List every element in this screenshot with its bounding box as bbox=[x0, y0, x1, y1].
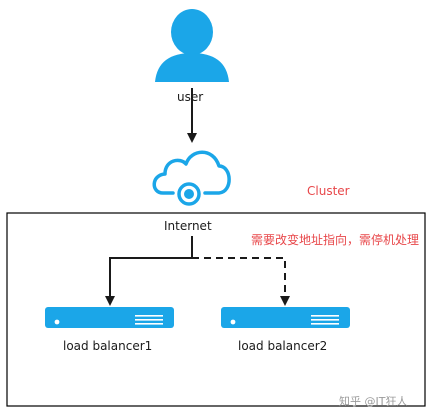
server-icon bbox=[221, 307, 350, 328]
internet-label: Internet bbox=[164, 219, 212, 233]
cluster-label: Cluster bbox=[307, 184, 350, 198]
cloud-icon bbox=[152, 150, 231, 206]
internet-to-lb2-dashed-arrow bbox=[192, 257, 290, 306]
user-icon bbox=[155, 9, 229, 82]
lb1-label: load balancer1 bbox=[63, 339, 153, 353]
watermark: 知乎 @IT狂人 bbox=[339, 395, 408, 408]
server-icon bbox=[45, 307, 174, 328]
annotation-note: 需要改变地址指向，需停机处理 bbox=[250, 233, 419, 247]
internet-to-lb1-arrow bbox=[105, 257, 192, 306]
user-label: user bbox=[177, 90, 204, 104]
cluster-boundary bbox=[6, 212, 426, 407]
lb2-label: load balancer2 bbox=[238, 339, 328, 353]
